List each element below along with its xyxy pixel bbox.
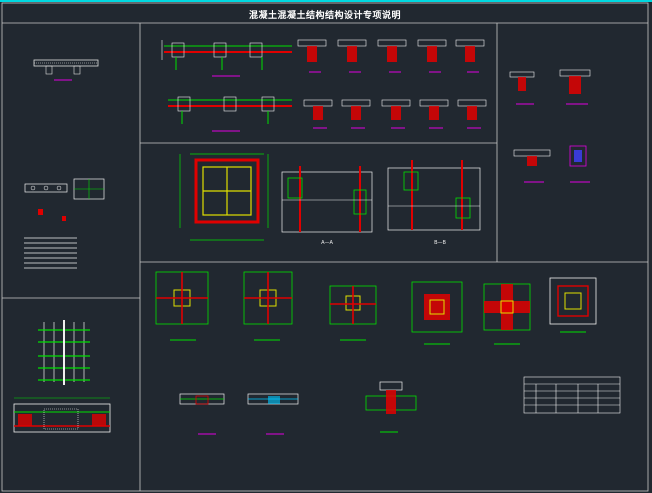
beam-section-set-2 [303,99,487,129]
beam-elevation [13,397,111,433]
hollow-block-detail [24,178,105,221]
right-panel-section-details [509,69,591,183]
section-b-b-detail [387,160,481,231]
beam-detail-row-2 [168,96,292,132]
window-opening-detail [179,153,269,241]
drawing-title: 混凝土混凝土结构结构设计专项说明 [248,11,401,21]
reinforcement-grid-plan [38,320,90,385]
beam-section-set-1 [297,39,485,73]
bottom-beam-details [179,381,417,435]
column-joint-plans [155,271,597,345]
material-table [523,376,621,414]
slab-section-detail [33,59,99,81]
section-a-a-detail [281,166,373,233]
section-b-b-label: B—B [434,240,446,246]
general-notes-lines [24,237,77,269]
section-a-a-label: A—A [321,240,333,246]
beam-detail-row-1 [161,40,292,77]
